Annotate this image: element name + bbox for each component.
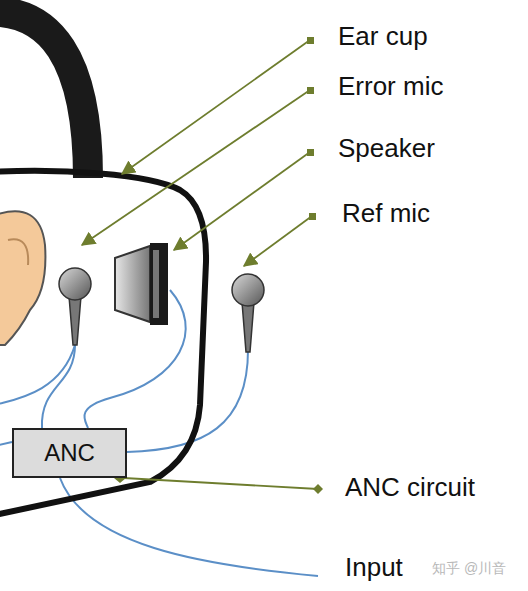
part-label: Ref mic [342, 199, 430, 229]
ear-cup-outline [0, 171, 206, 516]
ear [0, 211, 45, 345]
signal-label: Input [345, 553, 403, 583]
wires [0, 290, 318, 576]
headband [0, 11, 88, 178]
speaker [115, 243, 168, 325]
error-mic [59, 268, 91, 345]
part-label: ANC circuit [345, 473, 475, 503]
box-label: ANC [44, 439, 95, 467]
part-label: Error mic [338, 72, 443, 102]
ref-mic [232, 274, 264, 352]
circuit-box: ANC [12, 428, 127, 478]
leader-markers [114, 37, 323, 494]
watermark: 知乎 @川音 [432, 560, 506, 576]
part-label: Speaker [338, 134, 435, 164]
part-label: Ear cup [338, 22, 428, 52]
leader-lines [82, 40, 318, 489]
